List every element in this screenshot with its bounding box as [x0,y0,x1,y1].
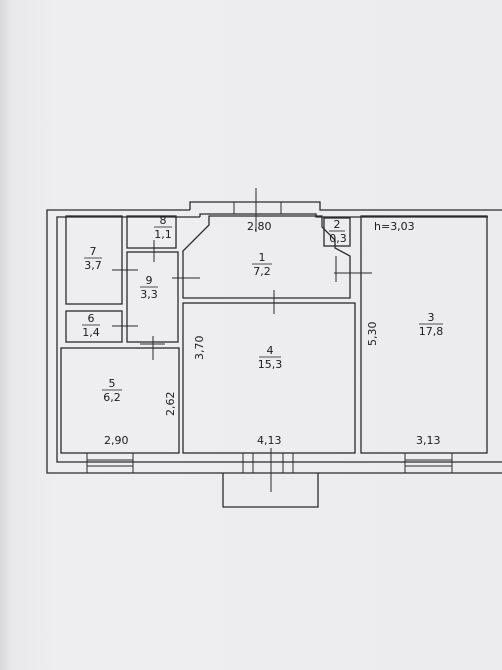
outer-wall [189,201,502,211]
room-label-6: 6 1,4 [82,312,100,339]
dim-room4-height: 3,70 [193,336,206,361]
room-6-area: 1,4 [82,326,100,339]
dim-room5-width: 2,90 [104,434,129,447]
room-9-area: 3,3 [140,288,158,301]
door-marks [112,188,372,360]
room-3-area: 17,8 [419,325,444,338]
room-5-number: 5 [109,377,116,390]
room-7-number: 7 [90,245,97,258]
room-label-1: 1 7,2 [252,251,272,278]
room-4-number: 4 [267,344,274,357]
dim-room4-width: 4,13 [257,434,282,447]
dim-top-corridor: 2,80 [247,220,272,233]
room-7-area: 3,7 [84,259,102,272]
ceiling-height-label: h=3,03 [374,220,415,233]
room-4-area: 15,3 [258,358,283,371]
room-1-outline [182,215,351,299]
dim-room5-height: 2,62 [164,392,177,417]
room-label-5: 5 6,2 [102,377,122,404]
room-label-4: 4 15,3 [258,344,283,371]
inner-wall-outline-left [56,216,502,463]
room-label-3: 3 17,8 [419,311,444,338]
room-2-area: 0,3 [329,232,347,245]
dim-room3-height: 5,30 [366,322,379,347]
room-1-area: 7,2 [253,265,271,278]
room-9-number: 9 [146,274,153,287]
room-label-8: 8 1,1 [154,214,172,241]
window-room-3 [404,452,453,474]
room-8-area: 1,1 [154,228,172,241]
room-8-outline [126,215,177,249]
room-7-outline [65,215,123,305]
room-label-9: 9 3,3 [140,274,158,301]
balcony-door [222,448,319,508]
inner-wall-outline [199,213,488,218]
room-3-number: 3 [428,311,435,324]
room-8-number: 8 [160,214,167,227]
room-6-number: 6 [88,312,95,325]
room-4-outline [182,302,356,454]
room-label-7: 7 3,7 [84,245,102,272]
room-1-number: 1 [259,251,266,264]
room-5-area: 6,2 [103,391,121,404]
window-room-5 [86,452,134,474]
dim-room3-width: 3,13 [416,434,441,447]
room-label-2: 2 0,3 [329,218,347,245]
room-2-outline [323,217,351,247]
room-2-number: 2 [334,218,341,231]
